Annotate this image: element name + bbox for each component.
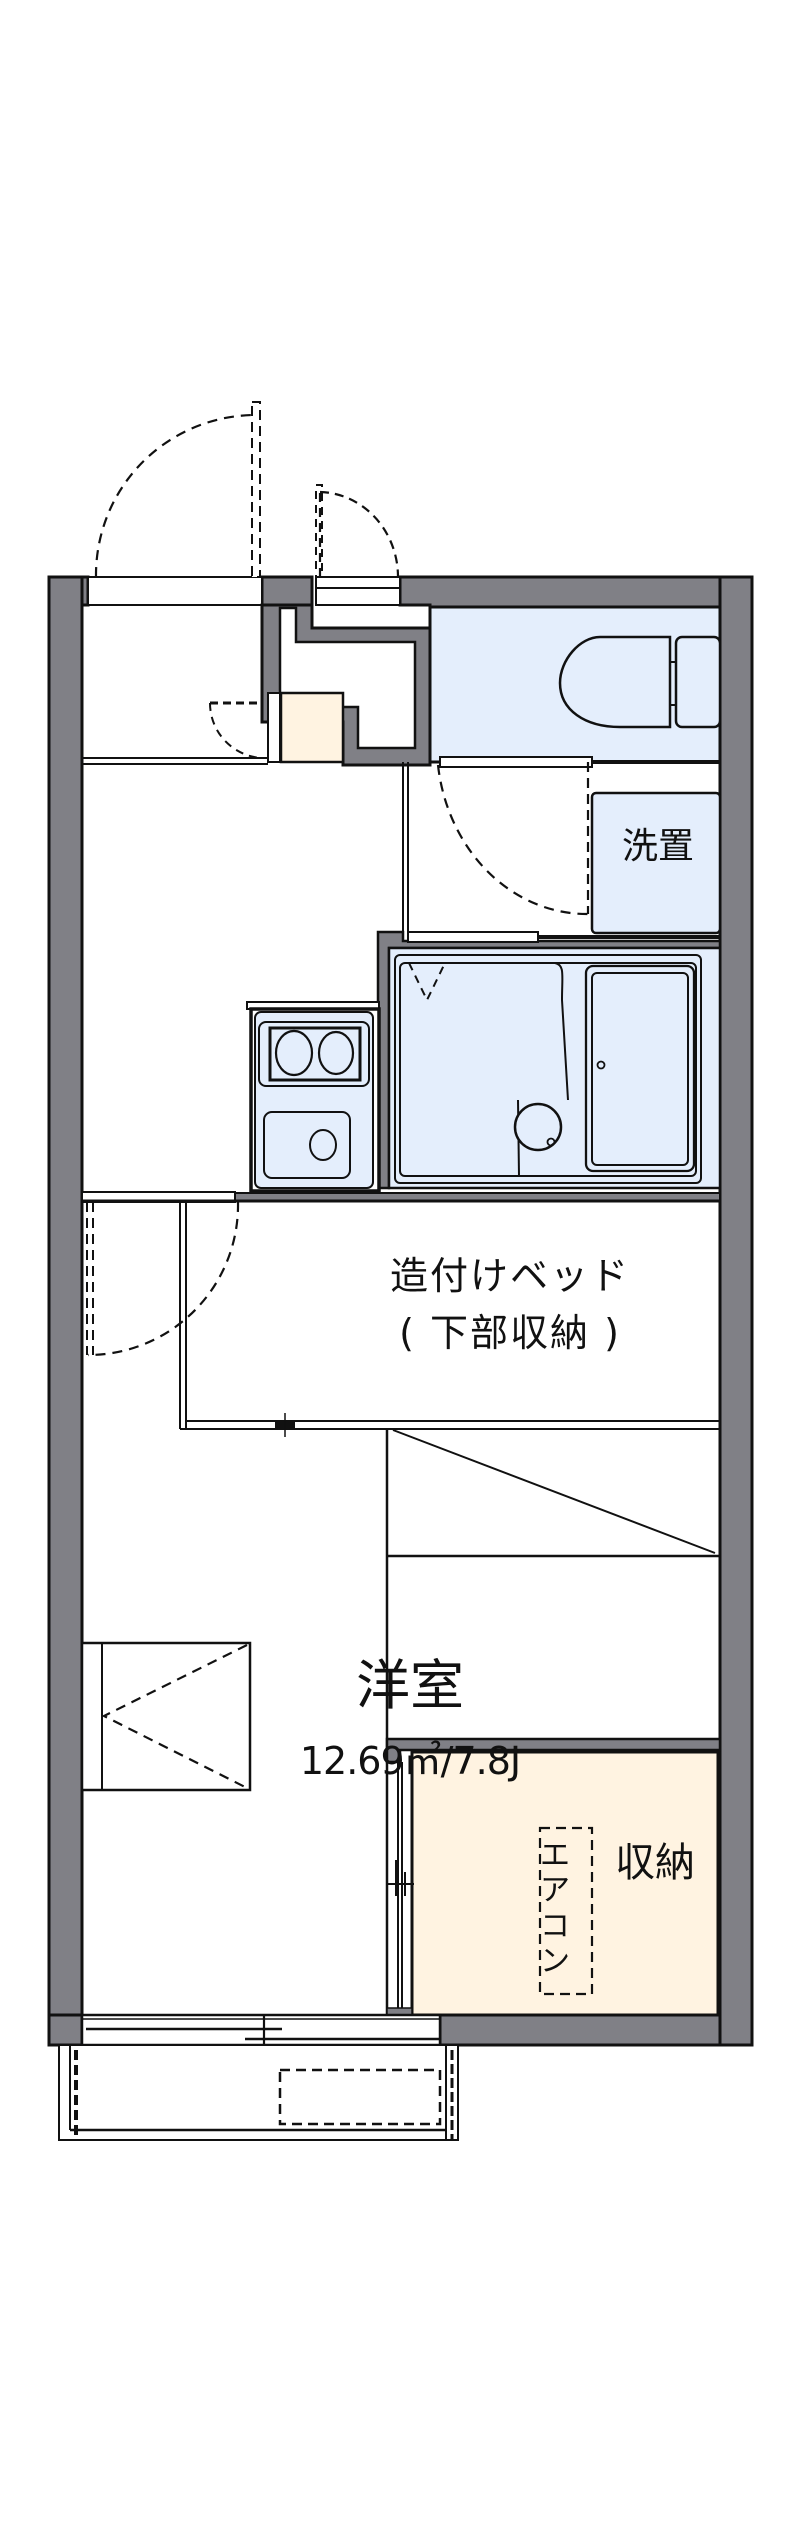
- washer-label: 洗置: [621, 826, 694, 867]
- air-conditioner-label: エアコン: [540, 1838, 570, 1980]
- shelf-area: [385, 1428, 720, 1762]
- toilet-bowl: [558, 635, 672, 729]
- window-left: [80, 1641, 252, 1792]
- toilet-room: [428, 605, 722, 764]
- burner-left: [274, 1029, 314, 1077]
- entrance-door-swing: [94, 413, 257, 578]
- closet: [385, 1737, 722, 2017]
- closet-label: 収納: [615, 1840, 695, 1886]
- washer-space: [590, 791, 722, 935]
- air-conditioner-outline: [538, 1826, 594, 1996]
- room-name-label: 洋室: [356, 1654, 464, 1717]
- ac-outdoor-unit: [278, 2068, 442, 2126]
- burner-right: [317, 1030, 355, 1076]
- kitchen-unit: [234, 1001, 721, 1202]
- under-bed-storage-label: ( 下部収納 ): [399, 1311, 621, 1355]
- shoe-cabinet: [267, 692, 281, 763]
- unit-bath: [376, 930, 722, 1190]
- entrance-area: [82, 401, 268, 765]
- balcony: [58, 2044, 459, 2141]
- toilet-tank: [674, 635, 722, 729]
- room-area-label: 12.69㎡/7.8J: [299, 1739, 521, 1783]
- built-in-bed-label: 造付けベッド: [389, 1254, 630, 1298]
- kitchen-sink: [263, 1111, 351, 1179]
